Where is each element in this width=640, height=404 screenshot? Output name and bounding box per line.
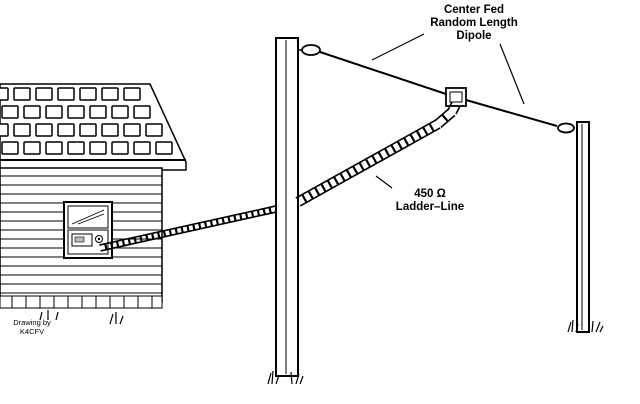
left-end-insulator [298, 44, 321, 56]
radio-transceiver [71, 233, 103, 247]
ladder-line-upper [295, 101, 461, 207]
center-insulator [445, 87, 467, 107]
house-window [63, 201, 113, 259]
ladder-line-lower [99, 205, 277, 252]
callout-leader-lines [371, 33, 525, 189]
dipole-label-line1: Center Fed [443, 4, 505, 16]
credit-line1: Drawing by [13, 318, 51, 327]
dipole-label: Center Fed Random Length Dipole [412, 4, 536, 43]
house-roof [0, 83, 187, 171]
right-support-pole [576, 121, 590, 333]
house-wall [0, 167, 163, 309]
feedline-label-line1: 450 Ω [414, 188, 446, 200]
dipole-label-line3: Dipole [456, 30, 492, 42]
drawing-credit: Drawing by K4CFV [2, 318, 62, 336]
left-support-pole [275, 37, 299, 377]
credit-line2: K4CFV [19, 327, 45, 336]
dipole-antenna-wires [319, 51, 558, 127]
grass-tufts [39, 310, 604, 385]
right-end-insulator [557, 122, 575, 134]
feedline-label: 450 Ω Ladder–Line [380, 188, 480, 214]
dipole-label-line2: Random Length [430, 17, 518, 29]
feedline-label-line2: Ladder–Line [395, 201, 465, 213]
